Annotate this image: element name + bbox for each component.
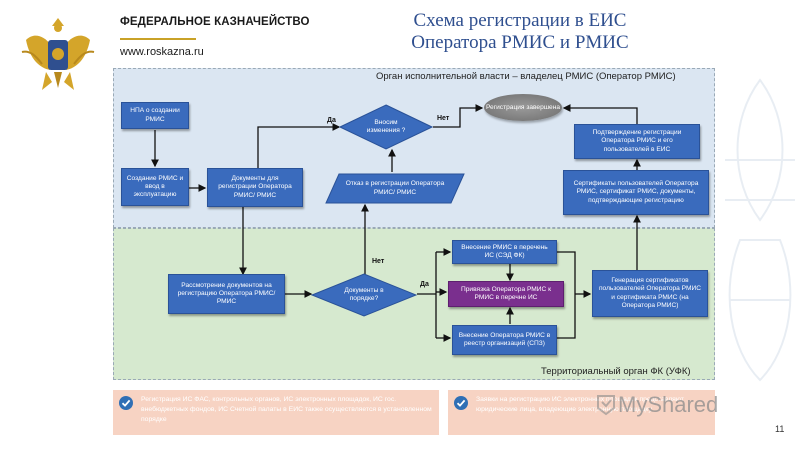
myshared-watermark: MyShared <box>618 392 719 417</box>
title-line-1: Схема регистрации в ЕИС <box>413 10 627 31</box>
label-yes-changes: Да <box>327 117 336 124</box>
certificates-box: Сертификаты пользователей Оператора РМИС… <box>563 170 709 215</box>
changes-decision: Вносим изменения ? <box>339 104 433 150</box>
registration-complete-terminal: Регистрация завершена <box>484 94 562 121</box>
changes-diamond-shape <box>339 104 433 150</box>
registration-documents-box: Документы для регистрации Оператора РМИС… <box>207 168 303 207</box>
treasury-emblem-logo <box>21 18 95 90</box>
checkmark-icon <box>119 396 133 410</box>
title-line-2: Оператора РМИС и РМИС <box>411 32 629 53</box>
note-left: Регистрация ИС ФАС, контрольных органов,… <box>113 390 439 435</box>
label-yes-order: Да <box>420 281 429 288</box>
changes-decision-label: Вносим изменения ? <box>366 118 406 134</box>
refusal-parallelogram-shape <box>325 173 465 204</box>
note-right-text: Заявки на регистрацию ИС электронных пло… <box>476 396 684 413</box>
org-website: www.roskazna.ru <box>120 46 204 58</box>
npa-creation-box: НПА о создании РМИС <box>121 102 189 129</box>
review-documents-box: Рассмотрение документов на регистрацию О… <box>168 274 285 314</box>
label-no-changes: Нет <box>437 115 450 122</box>
note-right: Заявки на регистрацию ИС электронных пло… <box>448 390 715 435</box>
in-order-decision-label: Документы в порядке? <box>344 286 384 302</box>
in-order-diamond-shape <box>311 273 417 317</box>
refusal-label: Отказ в регистрации Оператора РМИС/ РМИС <box>345 180 445 196</box>
page-number: 11 <box>775 424 785 434</box>
emblem-watermark-graphic <box>725 78 795 382</box>
checkmark-icon <box>454 396 468 410</box>
bind-operator-box: Привязка Оператора РМИС к РМИС в перечне… <box>448 281 564 307</box>
add-to-is-list-box: Внесение РМИС в перечень ИС (СЭД ФК) <box>452 240 557 264</box>
refusal-box: Отказ в регистрации Оператора РМИС/ РМИС <box>325 173 465 204</box>
org-divider <box>120 38 196 40</box>
create-rmis-box: Создание РМИС и ввод в эксплуатацию <box>121 168 189 206</box>
executive-authority-zone-label: Орган исполнительной власти – владелец Р… <box>376 71 676 82</box>
myshared-logo-icon <box>597 395 615 416</box>
add-to-registry-box: Внесение Оператора РМИС в реестр организ… <box>452 325 557 355</box>
org-name: ФЕДЕРАЛЬНОЕ КАЗНАЧЕЙСТВО <box>120 16 310 28</box>
slide-title: Схема регистрации в ЕИС Оператора РМИС и… <box>370 10 670 54</box>
label-no-order: Нет <box>372 258 385 265</box>
note-left-text: Регистрация ИС ФАС, контрольных органов,… <box>141 396 432 423</box>
territorial-body-zone-label: Территориальный орган ФК (УФК) <box>541 366 691 377</box>
confirmation-box: Подтверждение регистрации Оператора РМИС… <box>574 124 700 159</box>
documents-in-order-decision: Документы в порядке? <box>311 273 417 317</box>
generate-certificates-box: Генерация сертификатов пользователей Опе… <box>592 270 708 317</box>
